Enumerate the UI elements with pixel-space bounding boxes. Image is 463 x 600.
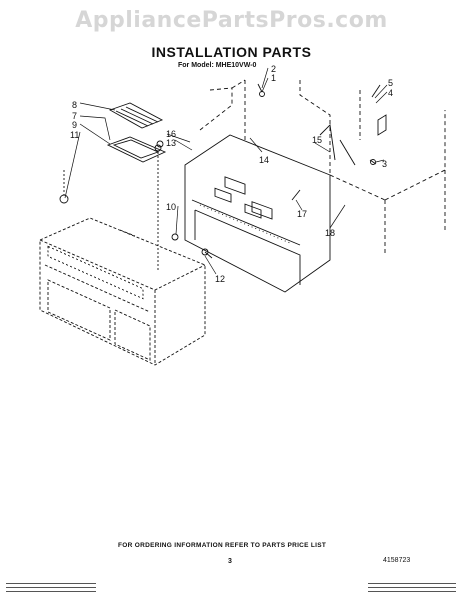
ordering-note: FOR ORDERING INFORMATION REFER TO PARTS … [118,542,327,549]
callout-8: 8 [72,100,77,110]
site-watermark: AppliancePartsPros.com [75,8,388,33]
fine-print-right [368,583,456,597]
callout-4: 4 [388,88,393,98]
model-line: For Model: MHE10VW-0 [178,62,257,69]
callout-10: 10 [166,202,176,212]
callout-2: 2 [271,64,276,74]
callout-16: 16 [166,129,176,139]
duct-adaptor [106,136,167,163]
callout-1: 1 [271,73,276,83]
callout-17: 17 [297,209,307,219]
callout-3: 3 [382,159,387,169]
callout-5: 5 [388,78,393,88]
hardware-screws [59,83,387,270]
callout-18: 18 [325,228,335,238]
callout-11: 11 [70,130,79,140]
callout-7: 7 [72,111,77,121]
fine-print-left [6,583,96,597]
control-panel [47,245,144,300]
callout-numbers: 1 2 3 4 5 7 8 9 10 11 12 13 14 15 16 17 … [70,64,393,284]
page-number: 3 [228,558,232,565]
callout-14: 14 [259,155,269,165]
callout-9: 9 [72,120,77,130]
document-number: 4158723 [383,557,411,564]
microwave-body [39,217,206,366]
wall-cabinet-outline [199,79,446,255]
vent-grille [108,102,164,129]
callout-12: 12 [215,274,225,284]
diagram-title: INSTALLATION PARTS [151,44,312,60]
callout-13: 13 [166,138,176,148]
callout-15: 15 [312,135,322,145]
callout-leaders [64,67,388,275]
mounting-plate [184,134,331,293]
